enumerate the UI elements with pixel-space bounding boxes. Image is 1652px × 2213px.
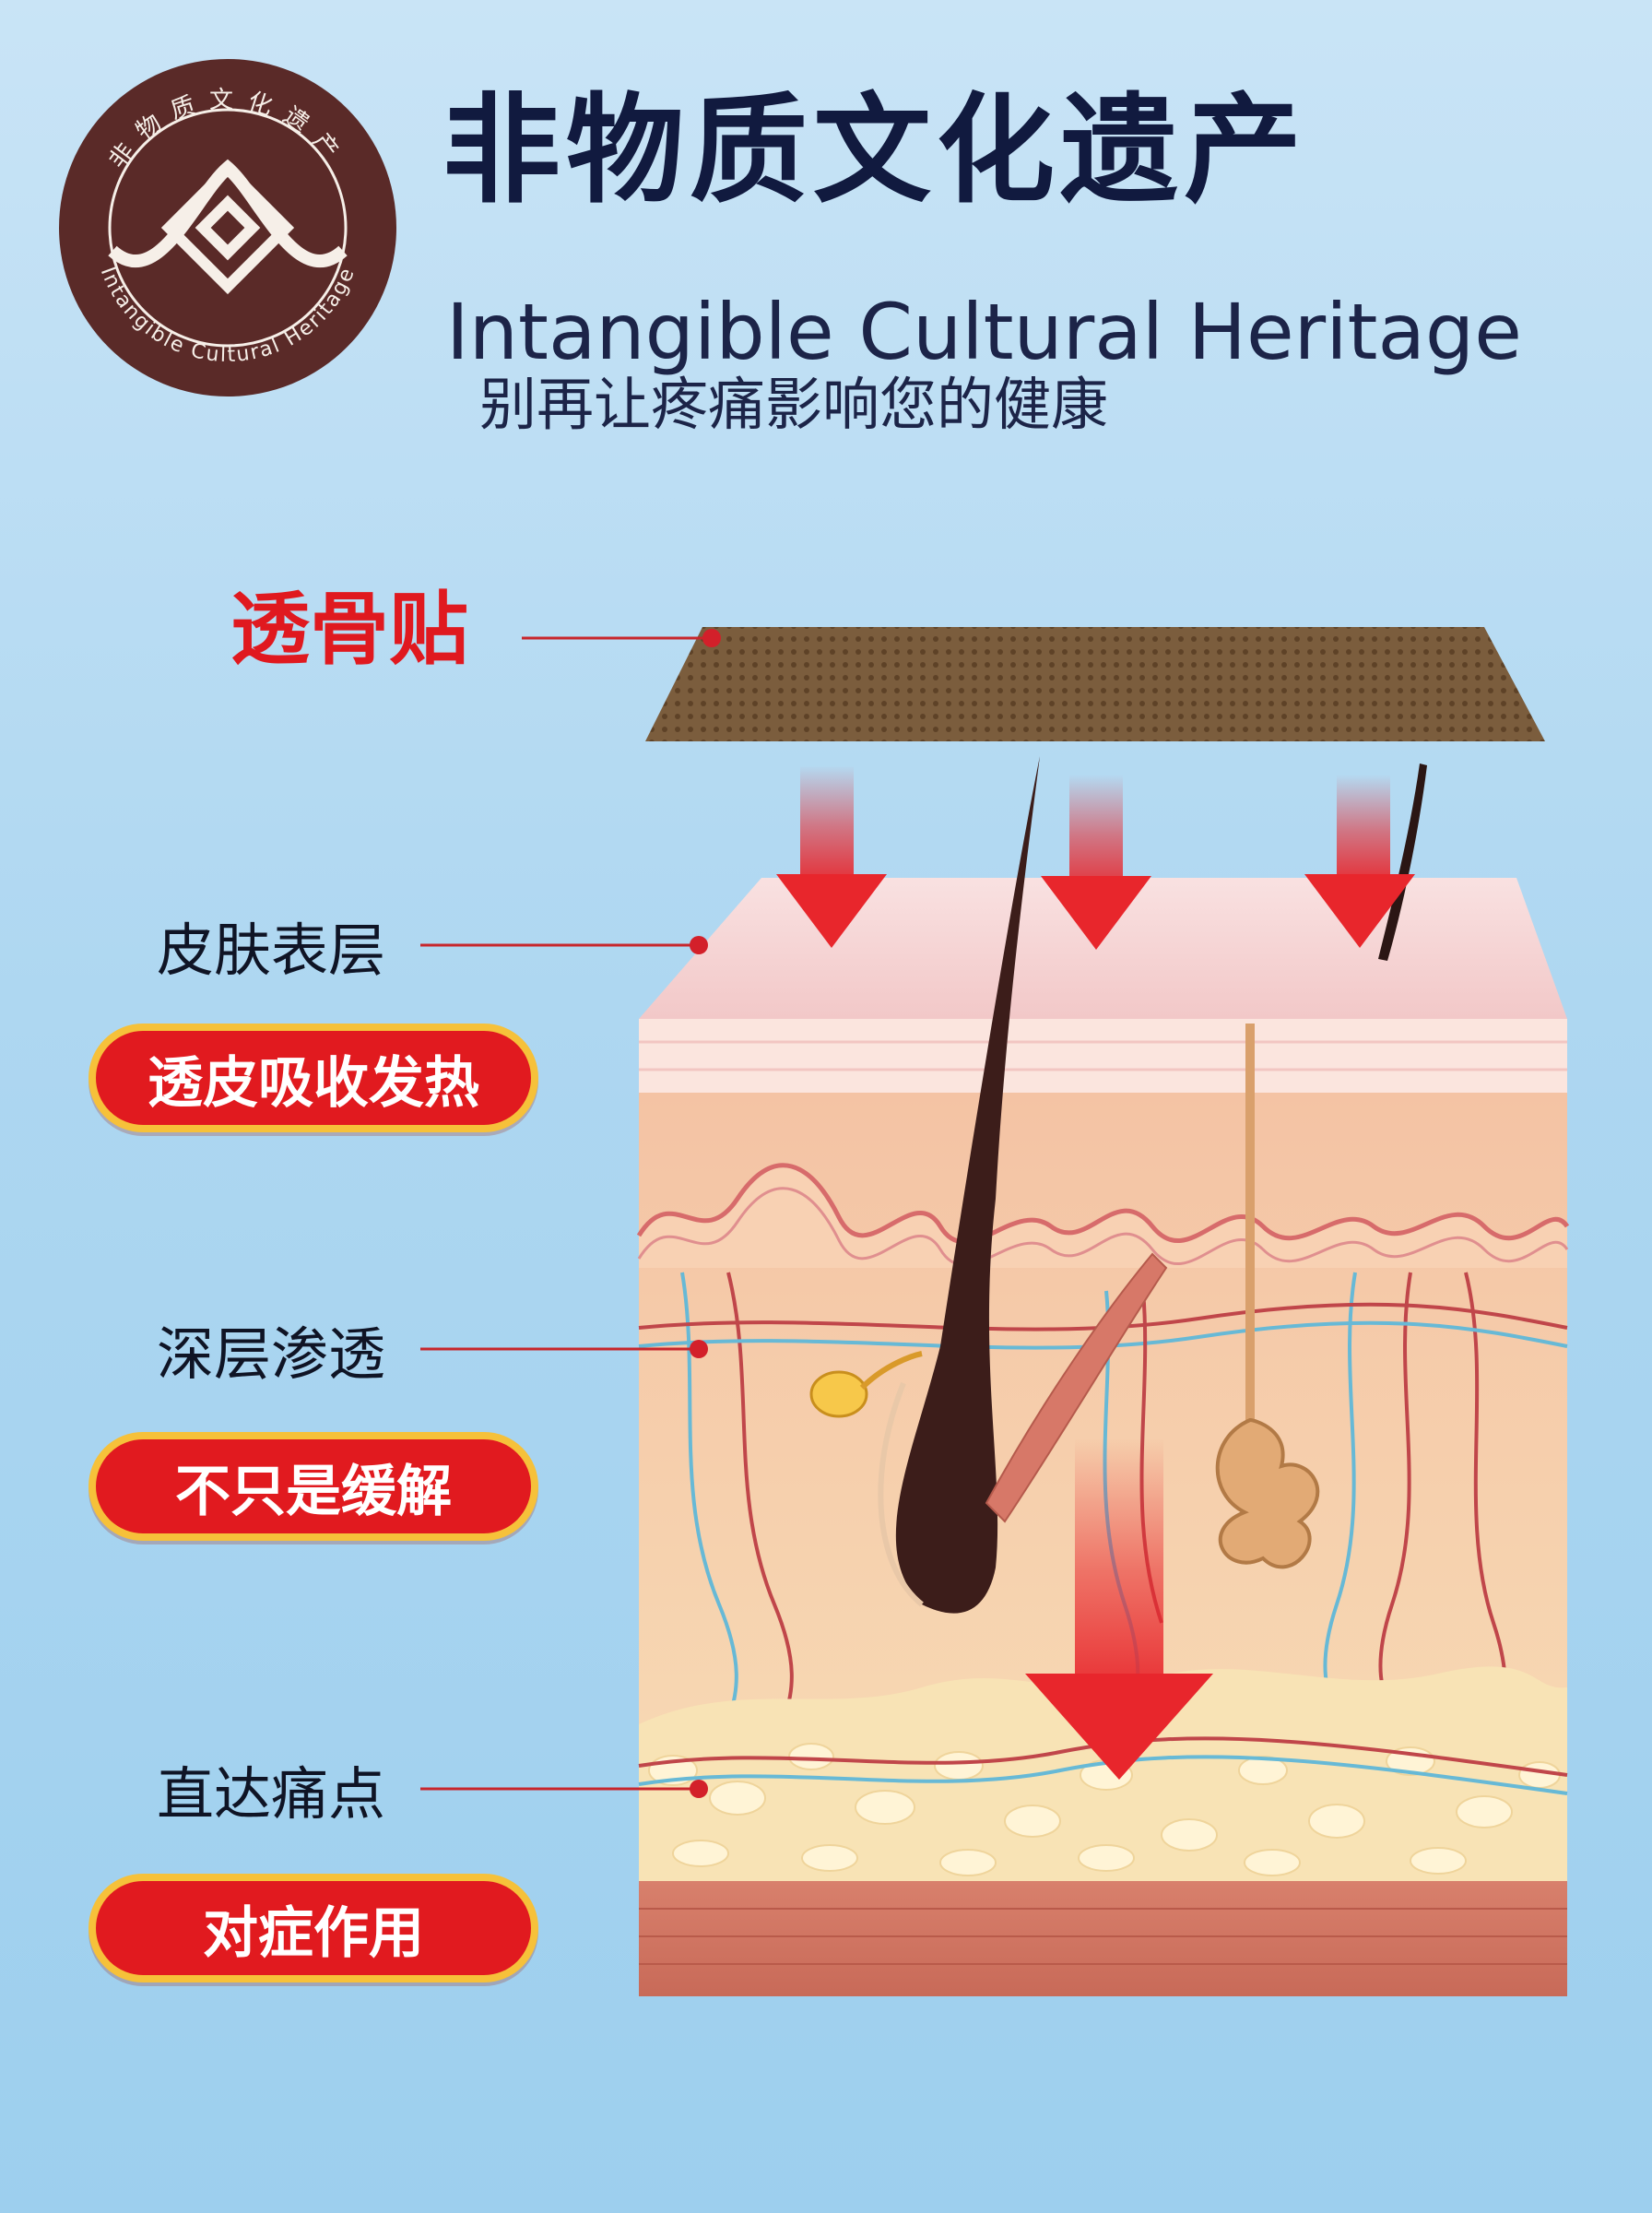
patch-leader-dot [702, 629, 721, 647]
badge-not-just-relief-text: 不只是缓解 [175, 1459, 452, 1524]
label-epidermis: 皮肤表层 [157, 917, 386, 984]
badge-targeted-action-text: 对症作用 [203, 1900, 424, 1966]
label-deep-penetration: 深层渗透 [157, 1320, 386, 1388]
direct-leader-dot [690, 1780, 708, 1798]
tagline: 别再让疼痛影响您的健康 [479, 371, 1109, 438]
badge-targeted-action: 对症作用 [88, 1874, 538, 1982]
heritage-logo: 非物质文化遗产 Intangible Cultural Heritage [59, 59, 396, 396]
page-title-cn: 非物质文化遗产 [442, 82, 1308, 219]
badge-not-just-relief: 不只是缓解 [88, 1432, 538, 1541]
page-title-en: Intangible Cultural Heritage [446, 287, 1522, 377]
patch-label: 透骨贴 [230, 584, 468, 676]
heat-arrows [776, 765, 1415, 1780]
badge-absorb-heat: 透皮吸收发热 [88, 1024, 538, 1132]
badge-absorb-heat-text: 透皮吸收发热 [148, 1050, 479, 1116]
patch-graphic [645, 627, 1545, 741]
epidermis-leader-dot [690, 936, 708, 954]
label-direct-to-pain: 直达痛点 [157, 1760, 386, 1828]
deep-leader-dot [690, 1340, 708, 1358]
